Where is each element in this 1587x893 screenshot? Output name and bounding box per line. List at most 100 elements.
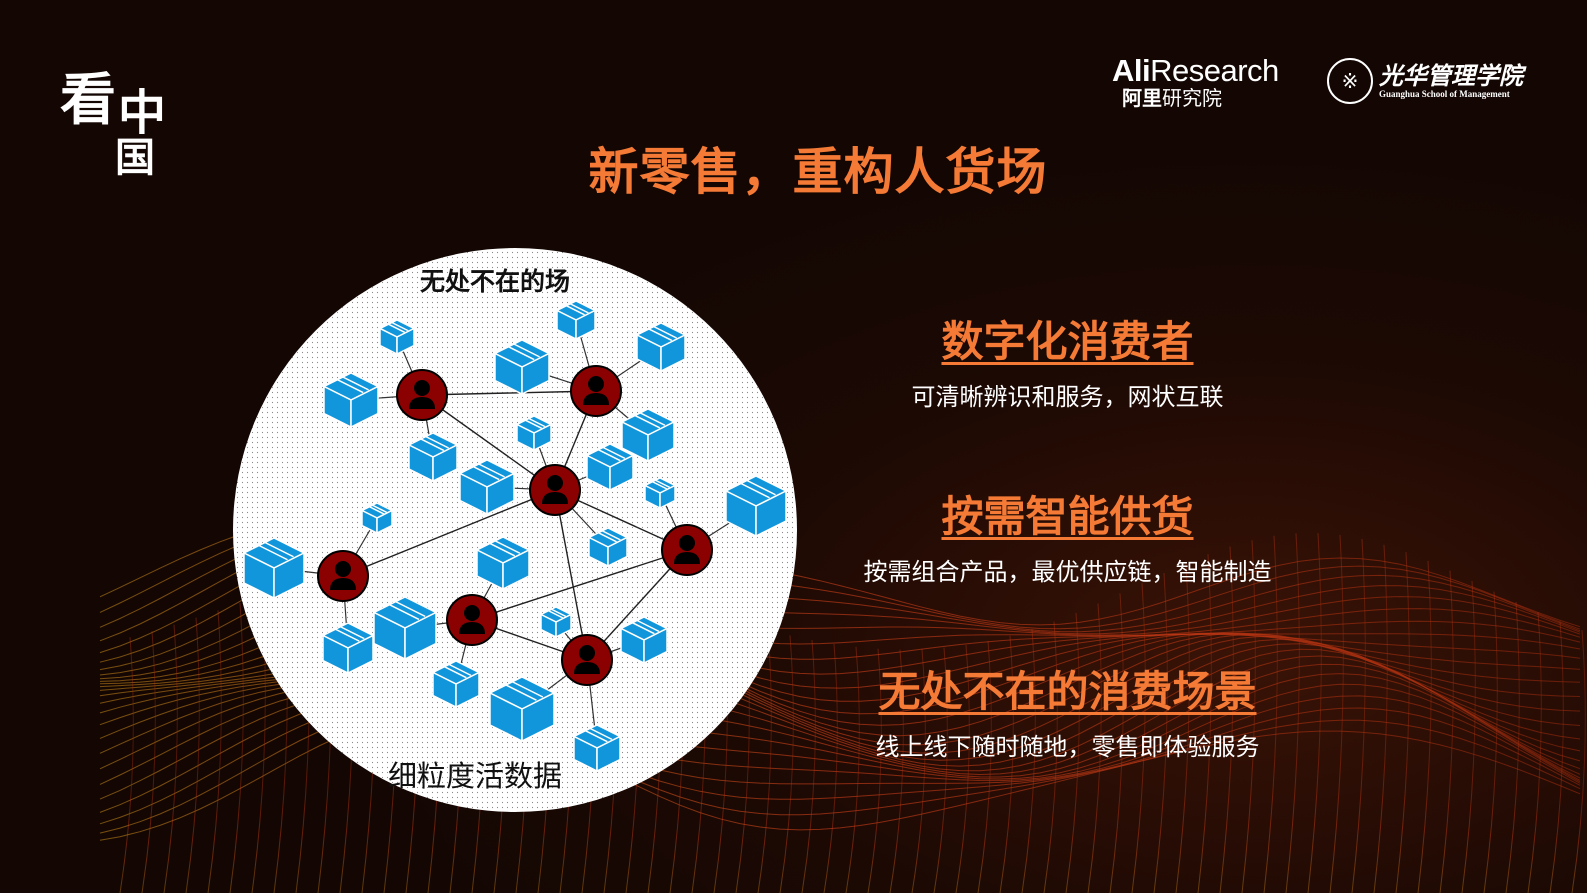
- mesh-line: [1109, 593, 1124, 893]
- slide-title: 新零售，重构人货场: [588, 143, 1048, 201]
- mesh-line: [1197, 554, 1212, 893]
- mesh-line: [1219, 546, 1234, 893]
- mesh-line: [1087, 603, 1102, 893]
- aliresearch-logo: AliResearch 阿里研究院: [1112, 53, 1279, 110]
- person-icon: [574, 662, 600, 674]
- person-icon: [579, 645, 595, 661]
- network-edge: [554, 489, 588, 661]
- section-digital-consumer: 数字化消费者 可清晰辨识和服务，网状互联: [820, 308, 1315, 412]
- mesh-line: [999, 635, 1014, 893]
- section-text: 按需组合产品，最优供应链，智能制造: [863, 558, 1272, 586]
- section-smart-supply: 按需智能供货 按需组合产品，最优供应链，智能制造: [820, 483, 1315, 587]
- box-icon: [515, 415, 553, 452]
- box-icon: [321, 622, 375, 675]
- mesh-line: [207, 610, 222, 893]
- box-icon: [431, 660, 481, 709]
- mesh-line: [119, 637, 134, 893]
- box-icon: [555, 300, 597, 341]
- person-icon: [542, 492, 568, 504]
- mesh-line: [867, 648, 882, 893]
- mesh-line: [1373, 544, 1388, 893]
- mesh-line: [1527, 612, 1542, 893]
- box-icon: [619, 616, 669, 665]
- person-node: [446, 594, 498, 646]
- box-icon: [407, 432, 459, 483]
- mesh-line: [845, 646, 860, 893]
- diagram-bottom-label: 细粒度活数据: [387, 759, 562, 793]
- mesh-line: [1417, 560, 1432, 893]
- mesh-line: [1021, 629, 1036, 893]
- box-icon: [475, 536, 531, 591]
- mesh-line: [1439, 570, 1454, 893]
- mesh-line: [933, 647, 948, 893]
- mesh-line: [757, 629, 772, 893]
- mesh-line: [1307, 533, 1322, 893]
- mesh-line: [1241, 540, 1256, 893]
- person-icon: [547, 475, 563, 491]
- network-edge: [471, 549, 688, 621]
- mesh-line: [1329, 534, 1344, 893]
- person-node: [396, 369, 448, 421]
- person-icon: [409, 397, 435, 409]
- mesh-line: [823, 643, 838, 893]
- section-ubiquitous-scenes: 无处不在的消费场景 线上线下随时随地，零售即体验服务: [820, 658, 1315, 762]
- box-icon: [643, 477, 677, 510]
- person-icon: [335, 561, 351, 577]
- box-icon: [360, 502, 394, 535]
- diagram-top-label: 无处不在的场: [419, 267, 570, 296]
- kan-zhongguo-logo: 看中国: [60, 67, 167, 181]
- person-icon: [583, 393, 609, 405]
- person-node: [561, 634, 613, 686]
- guanghua-logo: ※ 光华管理学院 Guanghua School of Management: [1327, 58, 1523, 104]
- section-text: 可清晰辨识和服务，网状互联: [911, 383, 1224, 411]
- person-icon: [414, 380, 430, 396]
- section-text: 线上线下随时随地，零售即体验服务: [875, 733, 1260, 761]
- box-icon: [620, 408, 676, 463]
- box-icon: [724, 475, 788, 538]
- mesh-line: [1131, 583, 1146, 893]
- network-edge: [421, 390, 597, 396]
- person-node: [570, 365, 622, 417]
- box-icon: [378, 319, 416, 356]
- mesh-line: [1065, 612, 1080, 893]
- mesh-line: [977, 640, 992, 893]
- mesh-line: [1505, 601, 1520, 893]
- mesh-line: [1461, 580, 1476, 893]
- box-icon: [587, 527, 629, 568]
- box-icon: [493, 339, 551, 396]
- box-icon: [242, 537, 306, 600]
- network-edge: [421, 394, 556, 491]
- mesh-line: [779, 635, 794, 893]
- person-icon: [588, 376, 604, 392]
- box-icon: [585, 443, 635, 492]
- person-icon: [679, 535, 695, 551]
- box-icon: [635, 322, 687, 373]
- box-icon: [458, 459, 516, 516]
- mesh-line: [955, 644, 970, 893]
- mesh-line: [889, 649, 904, 893]
- network-edge: [342, 489, 556, 577]
- mesh-line: [801, 640, 816, 893]
- mesh-line: [911, 649, 926, 893]
- box-icon: [372, 596, 438, 661]
- mesh-line: [1153, 572, 1168, 893]
- box-icon: [572, 724, 622, 773]
- mesh-line: [229, 602, 244, 893]
- person-node: [661, 524, 713, 576]
- mesh-line: [1351, 538, 1366, 893]
- mesh-line: [141, 631, 156, 893]
- box-icon: [539, 606, 573, 639]
- mesh-line: [1043, 621, 1058, 893]
- person-node: [529, 464, 581, 516]
- section-heading: 按需智能供货: [941, 492, 1194, 541]
- person-icon: [674, 552, 700, 564]
- person-icon: [464, 605, 480, 621]
- person-icon: [459, 622, 485, 634]
- mesh-line: [1483, 591, 1498, 893]
- mesh-line: [1395, 552, 1410, 893]
- mesh-line: [1571, 630, 1586, 893]
- section-heading: 数字化消费者: [941, 317, 1194, 366]
- peking-university-seal-icon: ※: [1327, 58, 1373, 104]
- section-heading: 无处不在的消费场景: [878, 667, 1257, 716]
